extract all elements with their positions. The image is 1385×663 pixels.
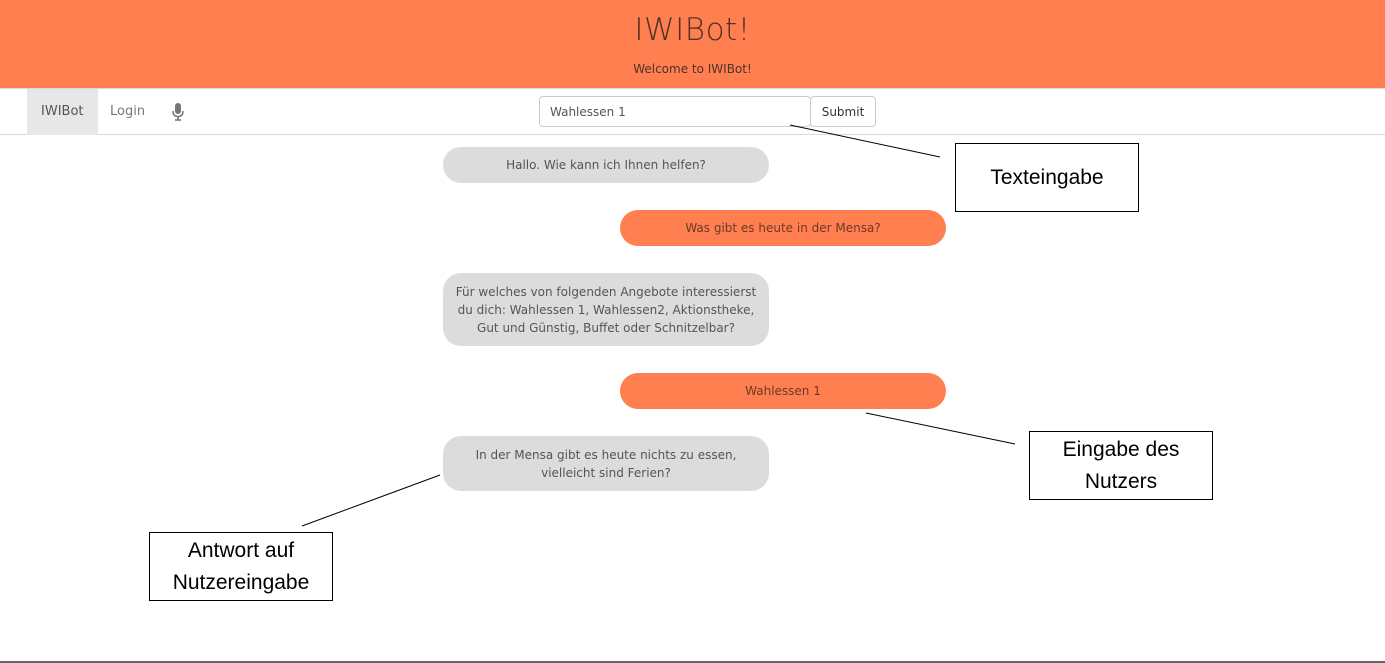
nav-brand-link[interactable]: IWIBot	[27, 89, 98, 135]
callout-user-input-line2: Nutzers	[1084, 469, 1158, 493]
microphone-button[interactable]	[164, 89, 192, 135]
app-header: IWIBot! Welcome to IWIBot!	[0, 0, 1385, 88]
callout-text-input-label: Texteingabe	[990, 165, 1104, 189]
bot-message: In der Mensa gibt es heute nichts zu ess…	[443, 436, 769, 491]
bot-message: Hallo. Wie kann ich Ihnen helfen?	[443, 147, 769, 183]
user-message: Was gibt es heute in der Mensa?	[620, 210, 946, 246]
callout-answer-line1: Antwort auf	[187, 538, 295, 562]
callout-user-input-line1: Eingabe des	[1062, 437, 1180, 461]
message-input[interactable]	[539, 96, 811, 127]
submit-button[interactable]: Submit	[810, 96, 876, 127]
app-subtitle: Welcome to IWIBot!	[633, 62, 752, 76]
bot-message: Für welches von folgenden Angebote inter…	[443, 273, 769, 346]
app-title: IWIBot!	[634, 12, 751, 48]
callout-text-input: Texteingabe	[955, 143, 1139, 212]
navbar: IWIBot Login	[0, 88, 1385, 135]
nav-login-link[interactable]: Login	[110, 104, 146, 119]
user-message: Wahlessen 1	[620, 373, 946, 409]
callout-answer-line2: Nutzereingabe	[172, 570, 310, 594]
answer-pointer	[301, 474, 441, 527]
bottom-divider	[0, 661, 1385, 663]
microphone-icon	[172, 103, 184, 121]
user-input-pointer	[865, 412, 1016, 445]
callout-user-input: Eingabe des Nutzers	[1029, 431, 1213, 500]
callout-answer: Antwort auf Nutzereingabe	[149, 532, 333, 601]
